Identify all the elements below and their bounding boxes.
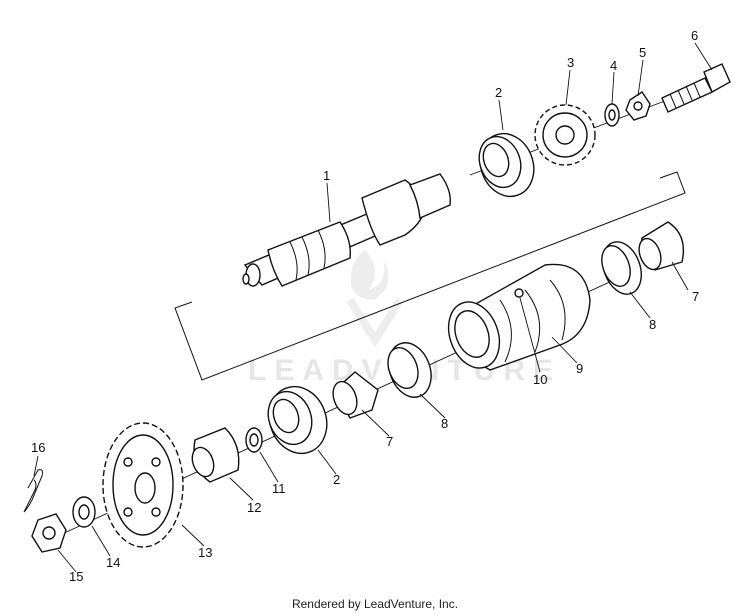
callout-10: 10 <box>533 372 547 387</box>
part-drum-9 <box>447 263 591 371</box>
callout-1: 1 <box>323 168 330 183</box>
callout-6: 6 <box>691 28 698 43</box>
part-race-right <box>601 241 642 295</box>
callout-14: 14 <box>106 555 120 570</box>
callout-15: 15 <box>69 569 83 584</box>
part-washer-14 <box>72 496 96 528</box>
part-cotter-pin-16 <box>23 469 43 513</box>
part-bearing-lower <box>267 385 328 455</box>
callout-2-upper: 2 <box>495 85 502 100</box>
callout-9: 9 <box>576 361 583 376</box>
part-small-sprocket <box>534 104 596 166</box>
part-tapered-bearing-right <box>638 221 685 271</box>
part-washer-11 <box>245 427 263 453</box>
part-large-sprocket <box>102 422 184 548</box>
callout-5: 5 <box>639 45 646 60</box>
callout-8-left: 8 <box>441 416 448 431</box>
render-credit-footer: Rendered by LeadVenture, Inc. <box>291 597 459 611</box>
callout-7-right: 7 <box>692 289 699 304</box>
assembly-bracket <box>174 171 686 381</box>
part-bearing-upper <box>478 132 535 198</box>
callout-11: 11 <box>272 481 286 496</box>
part-pin-10 <box>514 288 524 298</box>
callout-12: 12 <box>247 500 261 515</box>
part-bolt-6 <box>661 63 731 113</box>
callout-2-lower: 2 <box>333 472 340 487</box>
callout-7-left: 7 <box>386 434 393 449</box>
callout-13: 13 <box>198 545 212 560</box>
part-castle-nut-15 <box>31 513 67 553</box>
callout-8-right: 8 <box>649 317 656 332</box>
leadventure-watermark <box>346 250 404 348</box>
part-race-left <box>387 342 432 398</box>
part-lock-nut-5 <box>625 91 651 121</box>
part-main-shaft <box>242 173 451 287</box>
part-tapered-bearing-left <box>332 371 379 419</box>
callout-16: 16 <box>31 440 45 455</box>
part-spacer-12 <box>191 427 240 483</box>
leader-lines <box>33 42 713 573</box>
part-washer-4 <box>604 103 620 127</box>
callout-3: 3 <box>567 55 574 70</box>
callout-4: 4 <box>610 58 617 73</box>
